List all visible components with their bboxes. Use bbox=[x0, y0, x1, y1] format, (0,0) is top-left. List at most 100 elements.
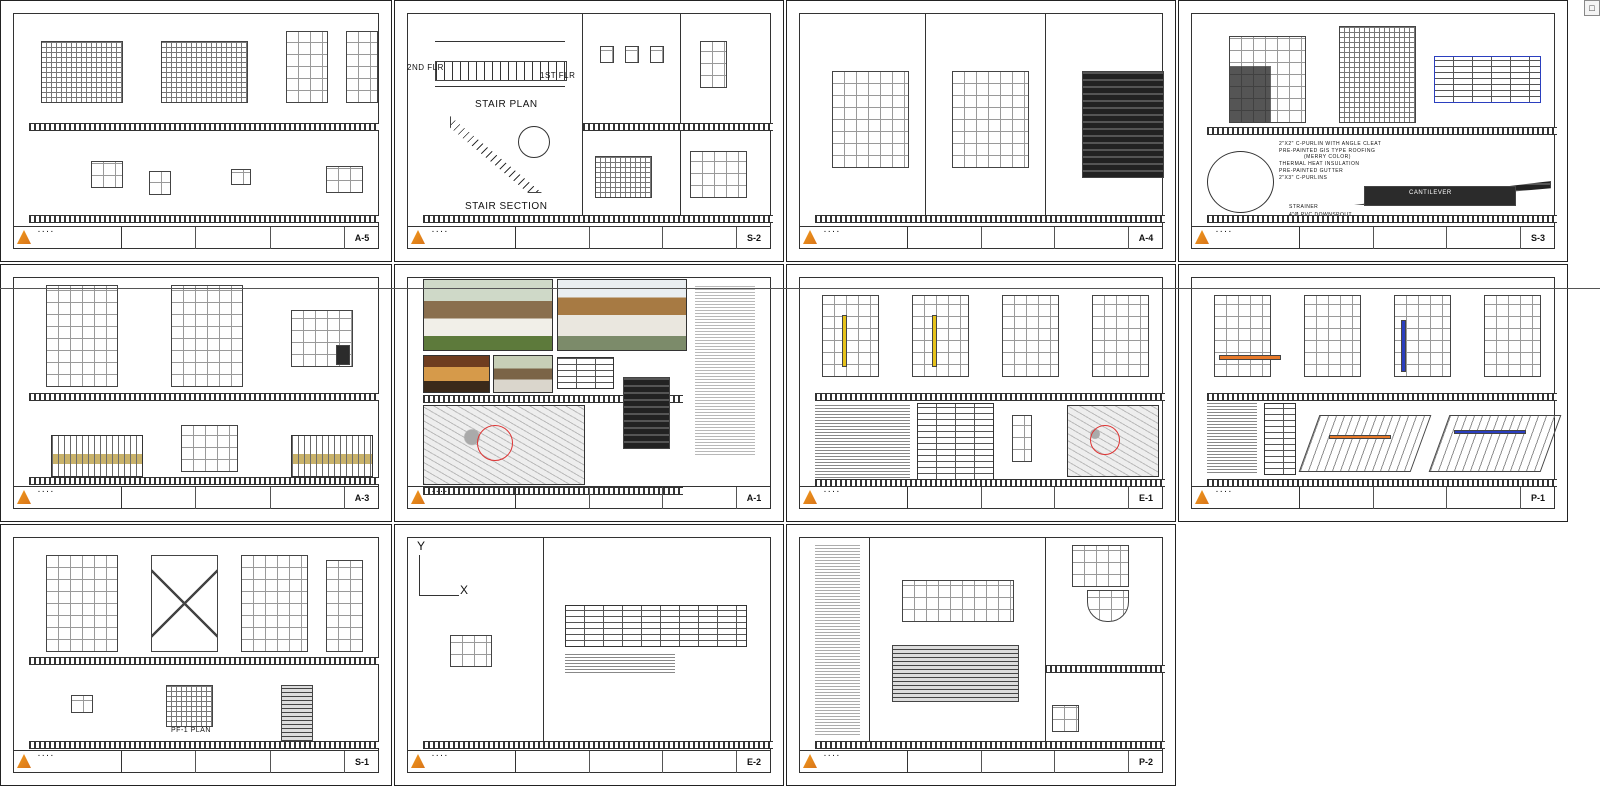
title-cell bbox=[663, 487, 738, 509]
pipe-fitting-detail bbox=[1072, 545, 1129, 587]
pf-plan-label: PF-1 PLAN bbox=[171, 727, 211, 734]
legend-table bbox=[917, 403, 994, 480]
cantilever-slab bbox=[1364, 186, 1516, 206]
sheet-number: P-1 bbox=[1531, 493, 1546, 503]
sheet-number: A-4 bbox=[1138, 233, 1154, 243]
stair-plan-line bbox=[435, 41, 565, 42]
firm-logo-icon bbox=[803, 490, 817, 504]
panel-divider bbox=[1045, 13, 1046, 223]
sheet-p1[interactable]: · · · · P-1 bbox=[1178, 264, 1568, 522]
firm-logo-icon bbox=[803, 230, 817, 244]
title-cell bbox=[1447, 487, 1522, 509]
load-schedule-table bbox=[565, 605, 747, 647]
load-computation bbox=[565, 653, 675, 673]
sheet-s1[interactable]: PF-1 PLAN · · · · S-1 bbox=[0, 524, 392, 786]
sheet-a3[interactable]: · · · · A-3 bbox=[0, 264, 392, 522]
second-floor-plan bbox=[171, 285, 243, 387]
title-block: · · · · S-2 bbox=[407, 226, 771, 249]
roof-plan bbox=[1082, 71, 1164, 178]
lighting-layout-gf bbox=[822, 295, 879, 377]
sanitary-layout-2f bbox=[1304, 295, 1361, 377]
caption-strip bbox=[29, 477, 379, 485]
riser-sketch bbox=[1012, 415, 1032, 462]
panel-divider bbox=[543, 537, 544, 749]
caption-strip bbox=[423, 395, 683, 403]
title-cell bbox=[663, 227, 738, 249]
title-cell bbox=[196, 751, 271, 773]
title-cell bbox=[663, 751, 738, 773]
title-cell bbox=[982, 751, 1056, 773]
axis-x-label: X bbox=[460, 583, 469, 597]
roof-note: 2"X2" C-PURLIN WITH ANGLE CLEAT bbox=[1279, 141, 1382, 147]
title-block: · · · · A-4 bbox=[799, 226, 1163, 249]
firm-logo-icon bbox=[411, 754, 425, 768]
title-block: · · · · S-1 bbox=[13, 750, 379, 773]
outlet-layout-2f bbox=[1092, 295, 1149, 377]
sheet-e2[interactable]: Y X · · · · E-2 bbox=[394, 524, 784, 786]
caption-strip bbox=[29, 393, 379, 401]
perspective-render-1 bbox=[423, 279, 553, 351]
sheet-s2[interactable]: 2ND FLR 1ST FLR STAIR PLAN STAIR SECTION… bbox=[394, 0, 784, 262]
sheet-a5[interactable]: · · · · A-5 bbox=[0, 0, 392, 262]
sheet-number: A-3 bbox=[354, 493, 370, 503]
title-cell bbox=[1300, 227, 1374, 249]
firm-logo-icon bbox=[411, 490, 425, 504]
isometric-water-line bbox=[1454, 430, 1526, 434]
roof-beam bbox=[326, 560, 363, 652]
front-elevation bbox=[291, 435, 373, 477]
stair-section-label: STAIR SECTION bbox=[465, 201, 548, 212]
title-block: · · · · P-1 bbox=[1191, 486, 1555, 509]
perspective-render-3 bbox=[423, 355, 490, 393]
pipe-notes bbox=[815, 545, 860, 735]
stair-plan-treads bbox=[435, 61, 567, 81]
title-block: · · · · E-2 bbox=[407, 750, 771, 773]
plumbing-legend bbox=[1264, 403, 1296, 475]
title-cell bbox=[590, 487, 664, 509]
title-cell bbox=[1300, 487, 1374, 509]
panel-divider bbox=[925, 13, 926, 223]
sheet-number: P-2 bbox=[1139, 757, 1154, 767]
roof-framing-plan bbox=[1339, 26, 1416, 123]
fixture-detail bbox=[1052, 705, 1079, 732]
title-block: · · · · E-1 bbox=[799, 486, 1163, 509]
sheet-number: E-1 bbox=[1139, 493, 1154, 503]
door-detail-2 bbox=[346, 31, 378, 103]
firm-name: · · · · bbox=[821, 487, 908, 509]
caption-strip bbox=[29, 215, 379, 223]
square-icon[interactable]: □ bbox=[1584, 0, 1600, 16]
sheet-s3[interactable]: 2"X2" C-PURLIN WITH ANGLE CLEAT PRE-PAIN… bbox=[1178, 0, 1568, 262]
sheet-e1[interactable]: · · · · E-1 bbox=[786, 264, 1176, 522]
stair-plan-line bbox=[435, 86, 565, 87]
roof-note: PRE-PAINTED GIS TYPE ROOFING bbox=[1279, 148, 1376, 154]
caption-strip bbox=[815, 215, 1165, 223]
lighting-circuit bbox=[842, 315, 847, 367]
cantilever-label: CANTILEVER bbox=[1409, 190, 1452, 196]
sheet-a1[interactable]: · · · · A-1 bbox=[394, 264, 784, 522]
firm-logo-icon bbox=[803, 754, 817, 768]
sheet-p2[interactable]: · · · · P-2 bbox=[786, 524, 1176, 786]
rear-elevation bbox=[51, 435, 143, 477]
door-detail bbox=[286, 31, 328, 103]
sheet-number: A-1 bbox=[746, 493, 762, 503]
ucs-axis-y bbox=[419, 555, 420, 595]
caption-strip bbox=[29, 741, 379, 749]
beam-detail bbox=[650, 46, 664, 63]
side-elevation-2 bbox=[181, 425, 238, 472]
isometric-sanitary-line bbox=[1329, 435, 1391, 439]
caption-strip bbox=[1207, 127, 1557, 135]
water-line bbox=[1401, 320, 1406, 372]
title-cell bbox=[590, 227, 664, 249]
sheet-a4[interactable]: · · · · A-4 bbox=[786, 0, 1176, 262]
side-elevation-window bbox=[336, 345, 350, 365]
roof-note: STRAINER bbox=[1289, 204, 1319, 210]
column-detail bbox=[700, 41, 727, 88]
caption-strip bbox=[423, 487, 683, 495]
gutter-detail-circle bbox=[1207, 151, 1274, 213]
ceiling-plan-1 bbox=[832, 71, 909, 168]
crosshair-horizontal bbox=[0, 288, 1600, 289]
perspective-render-4 bbox=[493, 355, 553, 393]
roof-note: (MERRY COLOR) bbox=[1304, 154, 1351, 160]
title-cell bbox=[122, 227, 197, 249]
caption-strip bbox=[29, 657, 379, 665]
title-cell bbox=[1374, 487, 1448, 509]
